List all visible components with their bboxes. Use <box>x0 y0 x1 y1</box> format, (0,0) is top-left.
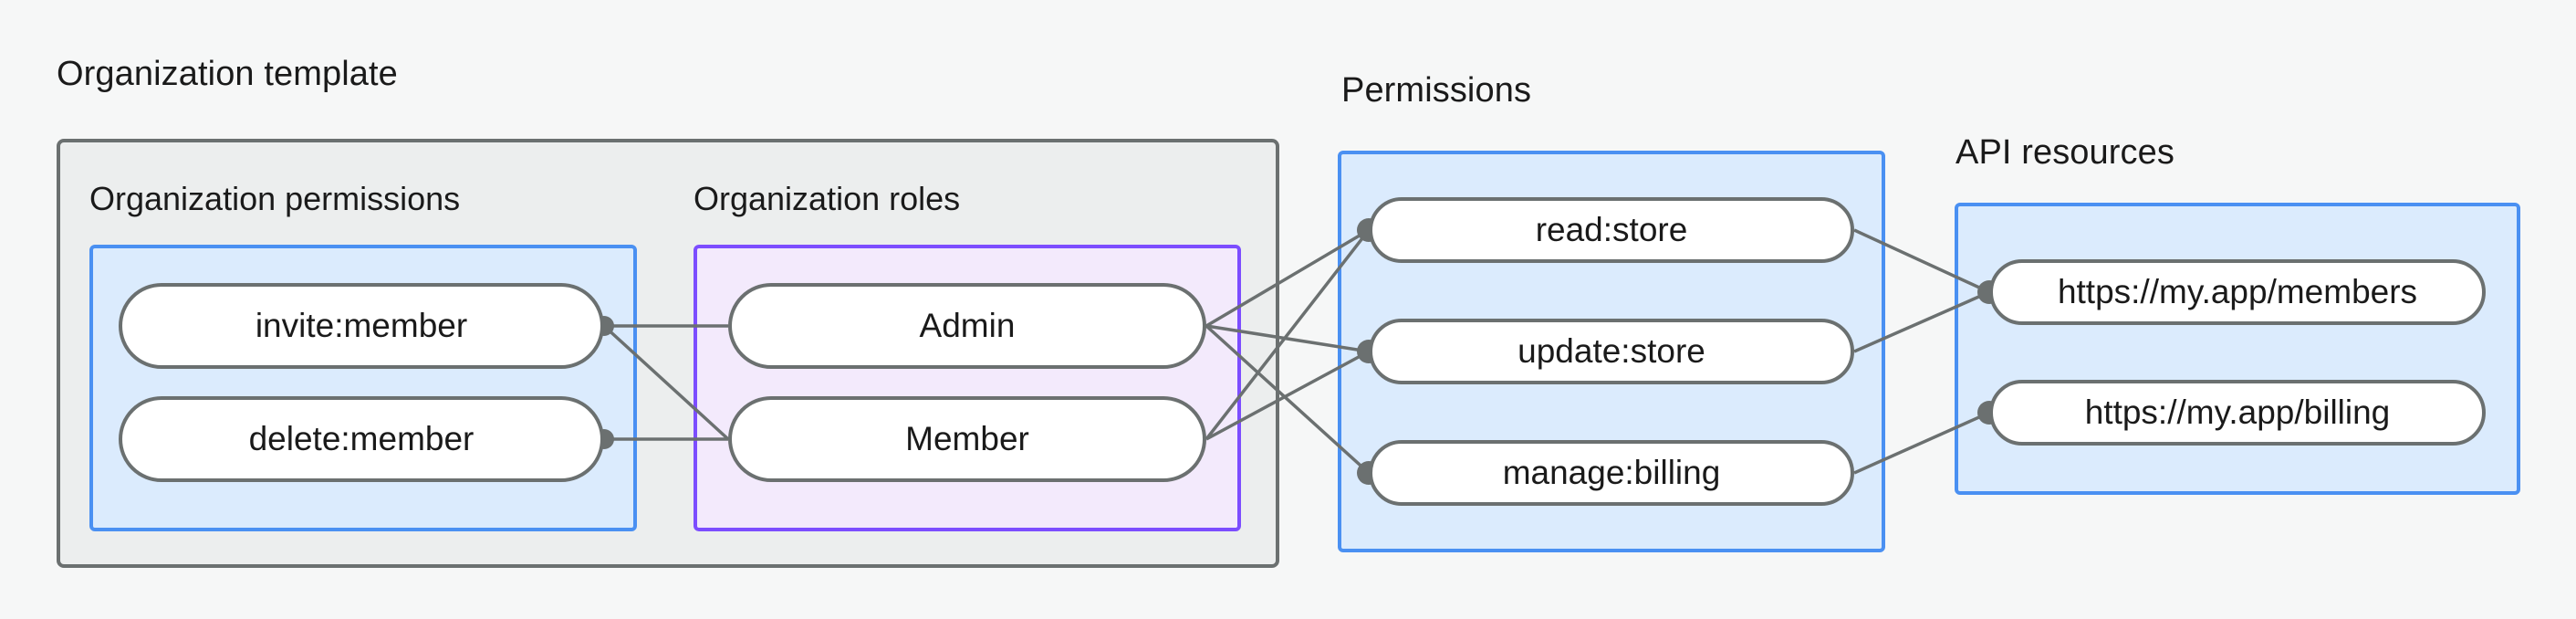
node-manage-billing[interactable]: manage:billing <box>1369 440 1854 506</box>
api-resources-label: API resources <box>1955 133 2174 172</box>
permissions-label: Permissions <box>1341 71 1532 110</box>
node-delete-member[interactable]: delete:member <box>119 396 604 482</box>
organization-template-label: Organization template <box>57 55 398 93</box>
node-read-store[interactable]: read:store <box>1369 197 1854 263</box>
node-members-url[interactable]: https://my.app/members <box>1989 259 2486 325</box>
api-resources-container <box>1955 203 2520 495</box>
organization-permissions-label: Organization permissions <box>89 180 461 217</box>
node-member[interactable]: Member <box>728 396 1206 482</box>
node-update-store[interactable]: update:store <box>1369 319 1854 384</box>
node-invite-member[interactable]: invite:member <box>119 283 604 369</box>
organization-roles-label: Organization roles <box>694 180 961 217</box>
node-billing-url[interactable]: https://my.app/billing <box>1989 380 2486 446</box>
node-admin[interactable]: Admin <box>728 283 1206 369</box>
